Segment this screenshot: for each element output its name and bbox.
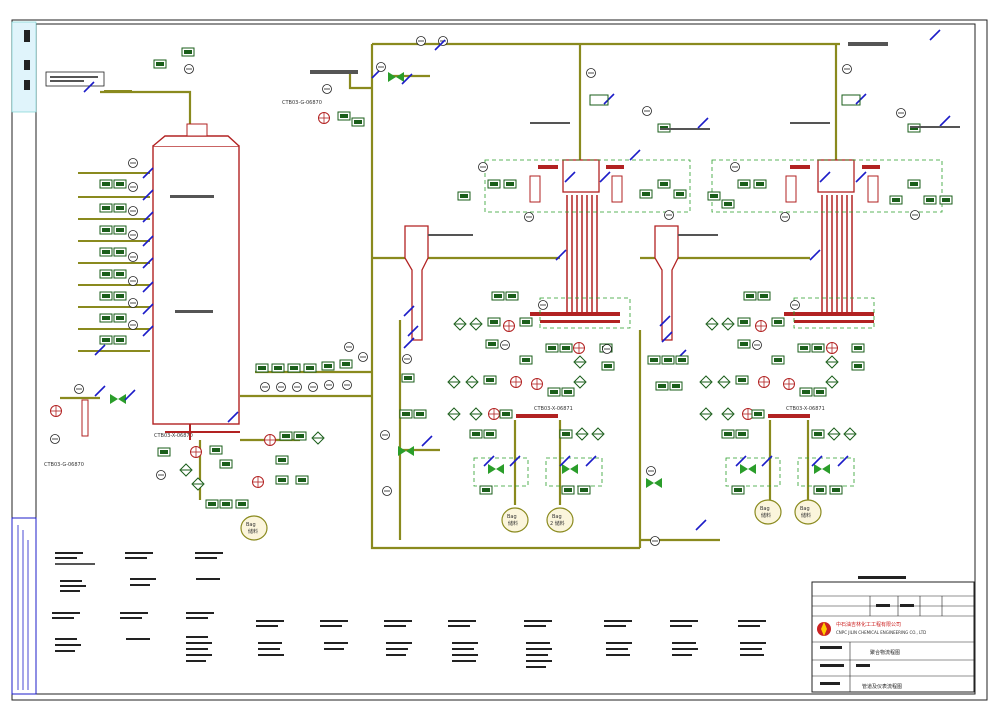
- bag-sub: 储料: [508, 520, 518, 527]
- left-margin-strip: [11, 21, 37, 113]
- drum-2-tag: CTB03-X-06871: [786, 406, 825, 412]
- tower-tag: CTB03-X-06870: [154, 433, 193, 439]
- bag-label: Bag: [800, 506, 810, 512]
- drawing-title: 聚合物流程图: [870, 649, 900, 656]
- bag-sub: 储料: [248, 528, 258, 535]
- bag-label: Bag: [760, 506, 770, 512]
- absorber-tower: CTB03-X-06870: [152, 123, 240, 440]
- left-legend-strip: [11, 517, 37, 695]
- drum-1-tag: CTB03-X-06871: [534, 406, 573, 412]
- top-left-feed: [45, 47, 195, 93]
- title-block: 中石油吉林化工工程有限公司 CNPC JILIN CHEMICAL ENGINE…: [811, 576, 975, 693]
- tower-bottom-cluster: Bag 储料: [156, 411, 325, 541]
- notes-area: [52, 552, 766, 668]
- process-lines: [60, 42, 840, 550]
- company-name-en: CNPC JILIN CHEMICAL ENGINEERING CO., LTD: [836, 630, 926, 635]
- bag-label: Bag: [246, 522, 256, 528]
- top-pump-area: CTB03-G-06870: [282, 36, 448, 127]
- bag-sub: 2 储料: [550, 520, 565, 527]
- bag-label: Bag: [552, 514, 562, 520]
- bag-sub: 储料: [761, 512, 771, 519]
- tower-side-instruments: [78, 158, 154, 356]
- top-pump-tag: CTB03-G-06870: [282, 100, 322, 106]
- drawing-subtitle: 管道及仪表流程图: [862, 683, 902, 690]
- evaporator-unit-1: [404, 68, 710, 341]
- left-pump-tag: CTB03-G-06870: [44, 462, 84, 468]
- unit-1-instrument-mesh: CTB03-X-06871 Bag 储料 Bag 2 储料: [380, 291, 615, 533]
- bag-sub: 储料: [801, 512, 811, 519]
- company-name-cn: 中石油吉林化工工程有限公司: [836, 621, 901, 628]
- bag-label: Bag: [507, 514, 517, 520]
- evaporator-unit-2: [654, 29, 960, 341]
- company-logo: [817, 622, 831, 636]
- left-pump-area: CTB03-G-06870: [44, 384, 136, 468]
- unit-2-instrument-mesh: CTB03-X-06871 Bag 储料 Bag 储料: [646, 291, 865, 546]
